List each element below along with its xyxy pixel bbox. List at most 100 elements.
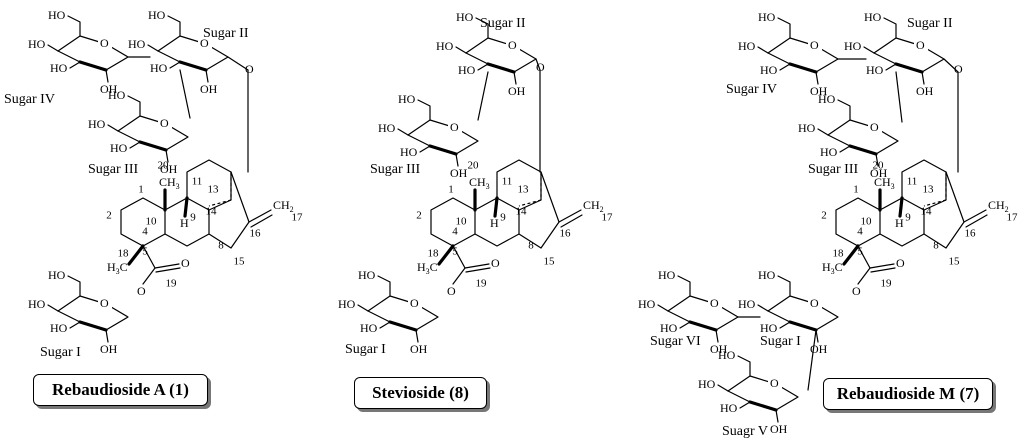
oh-bond [679,321,691,329]
methylene-bond [963,209,987,223]
ch2oh-bond [777,17,791,39]
position-11: 11 [502,176,513,188]
label-sugar-iii: Sugar III [370,162,420,177]
hydroxyl: HO [50,321,68,335]
ch2oh-bond [837,99,851,121]
oh-bond [105,329,109,343]
ring-front-edge [178,60,208,72]
bridge-dashed [208,199,232,207]
h9: H [180,216,189,230]
label-sugar-iii: Sugar III [808,162,858,177]
position-9: 9 [905,212,911,224]
position-19: 19 [881,278,893,290]
ch2oh-bond [167,15,181,37]
hydroxyl: HO [864,10,882,24]
glycosidic-bond [227,56,249,71]
o-mask [98,37,112,50]
ring-a [430,197,476,247]
ring-b [164,197,210,247]
o-mask [914,39,928,52]
glycosidic-bond [807,329,817,391]
position-16: 16 [250,228,262,240]
position-11: 11 [907,176,918,188]
c-o-double-2 [155,267,181,273]
oh-bond [477,63,489,71]
position-2: 2 [106,210,112,222]
label-sugar-ii: Sugar II [480,16,526,31]
c20-methyl: CH3 [469,175,490,191]
oh-bond [875,153,879,167]
oh-bond [147,44,159,52]
hydroxyl: HO [758,10,776,24]
ring-d [923,171,965,249]
ring-oxygen: O [200,36,209,50]
hydroxyl: OH [200,82,218,96]
carboxyl-bond [452,245,466,269]
oh-bond [379,321,391,329]
oh-bond [165,149,169,163]
ring-d [518,171,560,249]
hydroxyl: HO [400,145,418,159]
position-19: 19 [166,278,178,290]
oh-bond [47,44,59,52]
label-sugar-i: Sugar I [345,342,386,357]
oh-bond [921,71,925,85]
h9: H [895,216,904,230]
glycosidic-bond [477,71,489,121]
position-18: 18 [428,248,440,260]
position-16: 16 [560,228,572,240]
hydroxyl: OH [410,342,428,356]
oh-bond [129,141,141,149]
oh-bond [839,145,851,153]
oh-bond [513,71,517,85]
c13-oxygen: O [245,62,254,76]
ring-c [901,159,947,211]
c13-oxygen: O [954,62,963,76]
o-mask [506,39,520,52]
hydroxyl: HO [798,121,816,135]
ring-front-edge [138,140,168,152]
position-2: 2 [416,210,422,222]
hydroxyl: HO [50,61,68,75]
hydroxyl: HO [738,39,756,53]
hydroxyl: OH [100,342,118,356]
o-mask [158,117,172,130]
c-o-double-2 [870,267,896,273]
ester-bond [857,267,871,285]
position-9: 9 [500,212,506,224]
oh-bond [775,409,779,423]
ring-oxygen: O [410,296,419,310]
hydroxyl: OH [916,84,934,98]
hydroxyl: HO [456,10,474,24]
ring-front-edge [388,320,418,332]
position-10: 10 [146,216,158,228]
ester-bond [142,267,156,285]
ch2oh-bond [883,17,897,39]
label-sugar-iii: Sugar III [88,162,138,177]
ring-c [496,159,542,211]
label-sugar-i: Sugar I [40,345,81,360]
molecule-rebaudioside-m: OHOHOHOOHOHOHOHOOHOHOHOHOOHOHOHOHOOHOHOH… [638,10,1018,439]
hydroxyl: HO [108,88,126,102]
hydroxyl: HO [128,37,146,51]
oh-bond [105,69,109,83]
oh-bond [779,321,791,329]
oh-bond [415,329,419,343]
position-17: 17 [602,212,614,224]
c13-oxygen: O [536,60,545,74]
o-mask [768,377,782,390]
ring-a [835,197,881,247]
methylene-bond [248,209,272,223]
ester-oxygen: O [137,284,146,298]
hydroxyl: OH [450,166,468,180]
position-13: 13 [923,184,935,196]
hydroxyl: OH [100,82,118,96]
o-mask [98,297,112,310]
hydroxyl: HO [760,63,778,77]
oh-bond [455,46,467,54]
